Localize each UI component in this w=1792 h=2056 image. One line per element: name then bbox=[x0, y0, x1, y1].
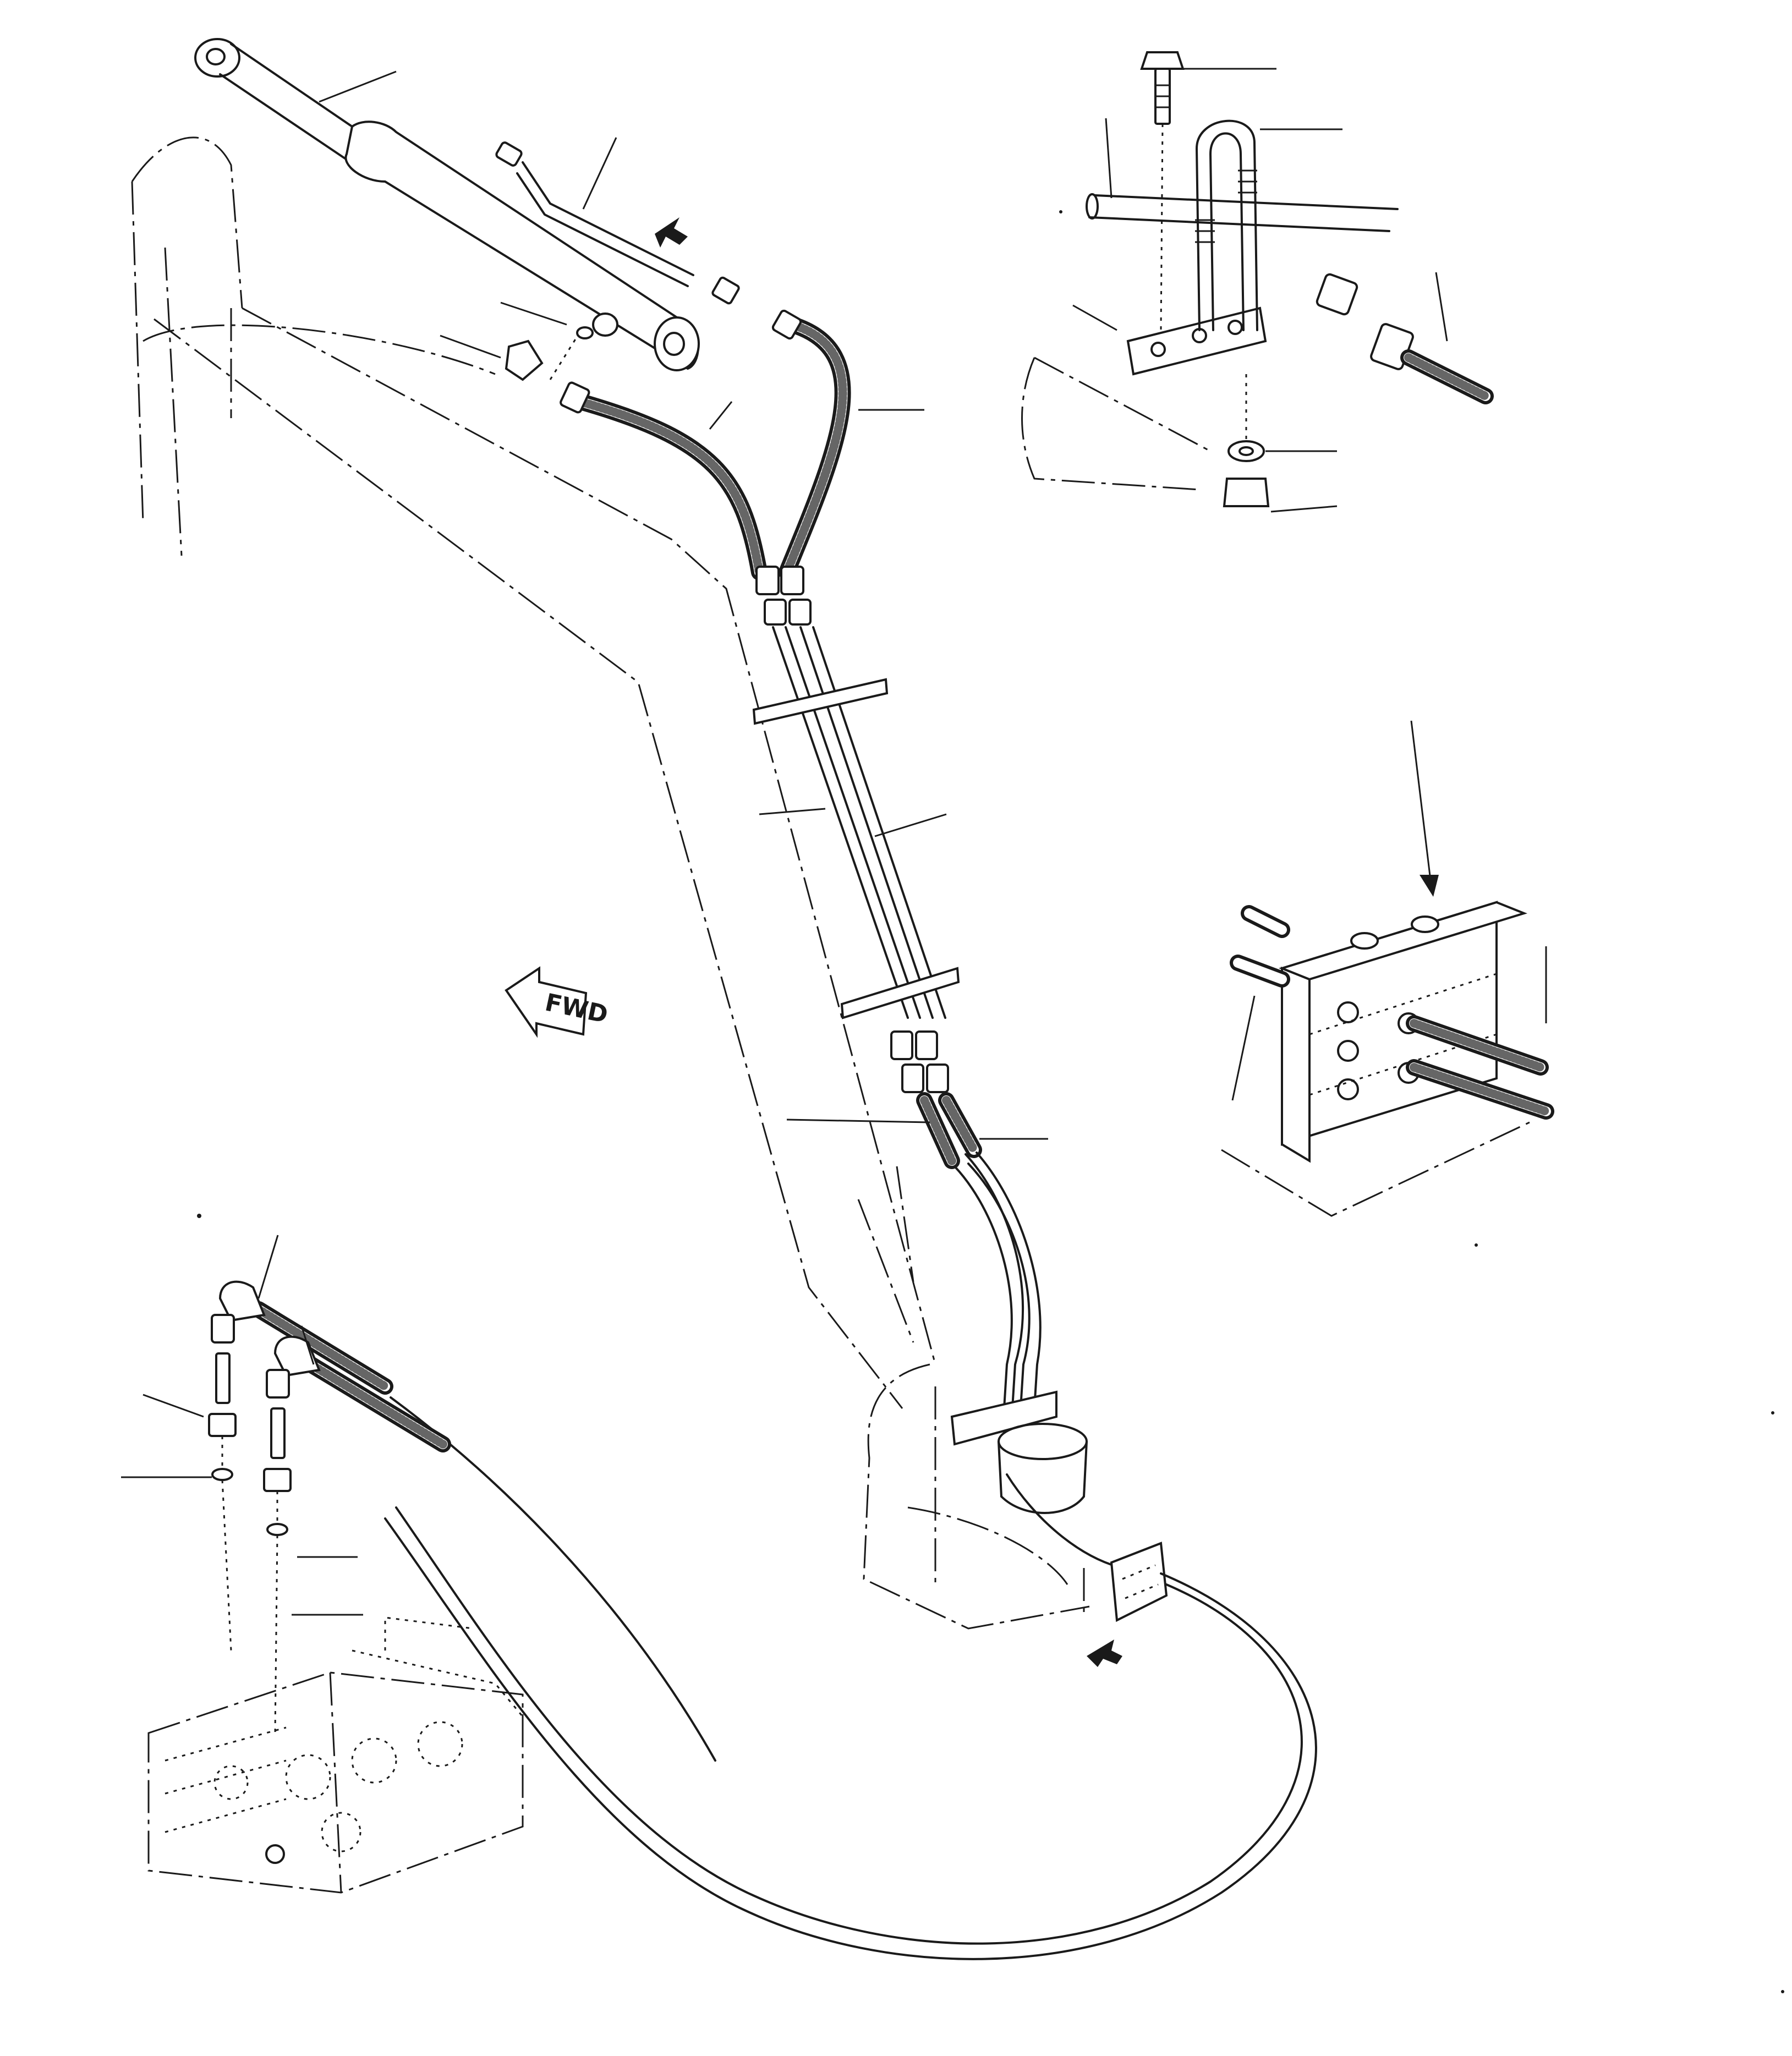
detail-pipe-clamp-block bbox=[1221, 720, 1554, 1217]
swing-junction-block bbox=[1110, 1542, 1168, 1622]
control-valve-block bbox=[147, 1616, 524, 1894]
adapter-upper bbox=[121, 1352, 237, 1651]
pointer-arrow-icon bbox=[655, 217, 688, 248]
boom-hose-fittings-lower bbox=[890, 1030, 949, 1093]
arm-cylinder bbox=[194, 38, 700, 371]
detail-u-bolt-clamp bbox=[1021, 51, 1494, 513]
scan-specks bbox=[197, 210, 1784, 1993]
adapter-lower bbox=[263, 1407, 363, 1734]
direction-arrow-icon: FWD bbox=[505, 966, 610, 1038]
boom-hose-left bbox=[560, 381, 768, 580]
pipe-clamp-lower bbox=[840, 967, 960, 1019]
pointer-arrow-icon bbox=[1087, 1640, 1122, 1667]
long-return-hose bbox=[384, 1396, 1317, 1960]
valve-hose-lower bbox=[266, 1325, 451, 1452]
cylinder-elbow-fitting bbox=[440, 301, 618, 381]
boom-steel-pipes bbox=[759, 626, 947, 1019]
boom-hose-right bbox=[771, 309, 924, 580]
swing-base-clamp bbox=[950, 1390, 1124, 1569]
boom-hose-fittings-upper bbox=[755, 566, 812, 626]
boom-outline bbox=[131, 136, 1090, 1630]
lower-hose-pair bbox=[786, 1092, 1048, 1410]
pipe-clamp-upper bbox=[752, 678, 889, 725]
cylinder-pipe bbox=[495, 137, 740, 305]
valve-hose-upper bbox=[211, 1235, 393, 1395]
